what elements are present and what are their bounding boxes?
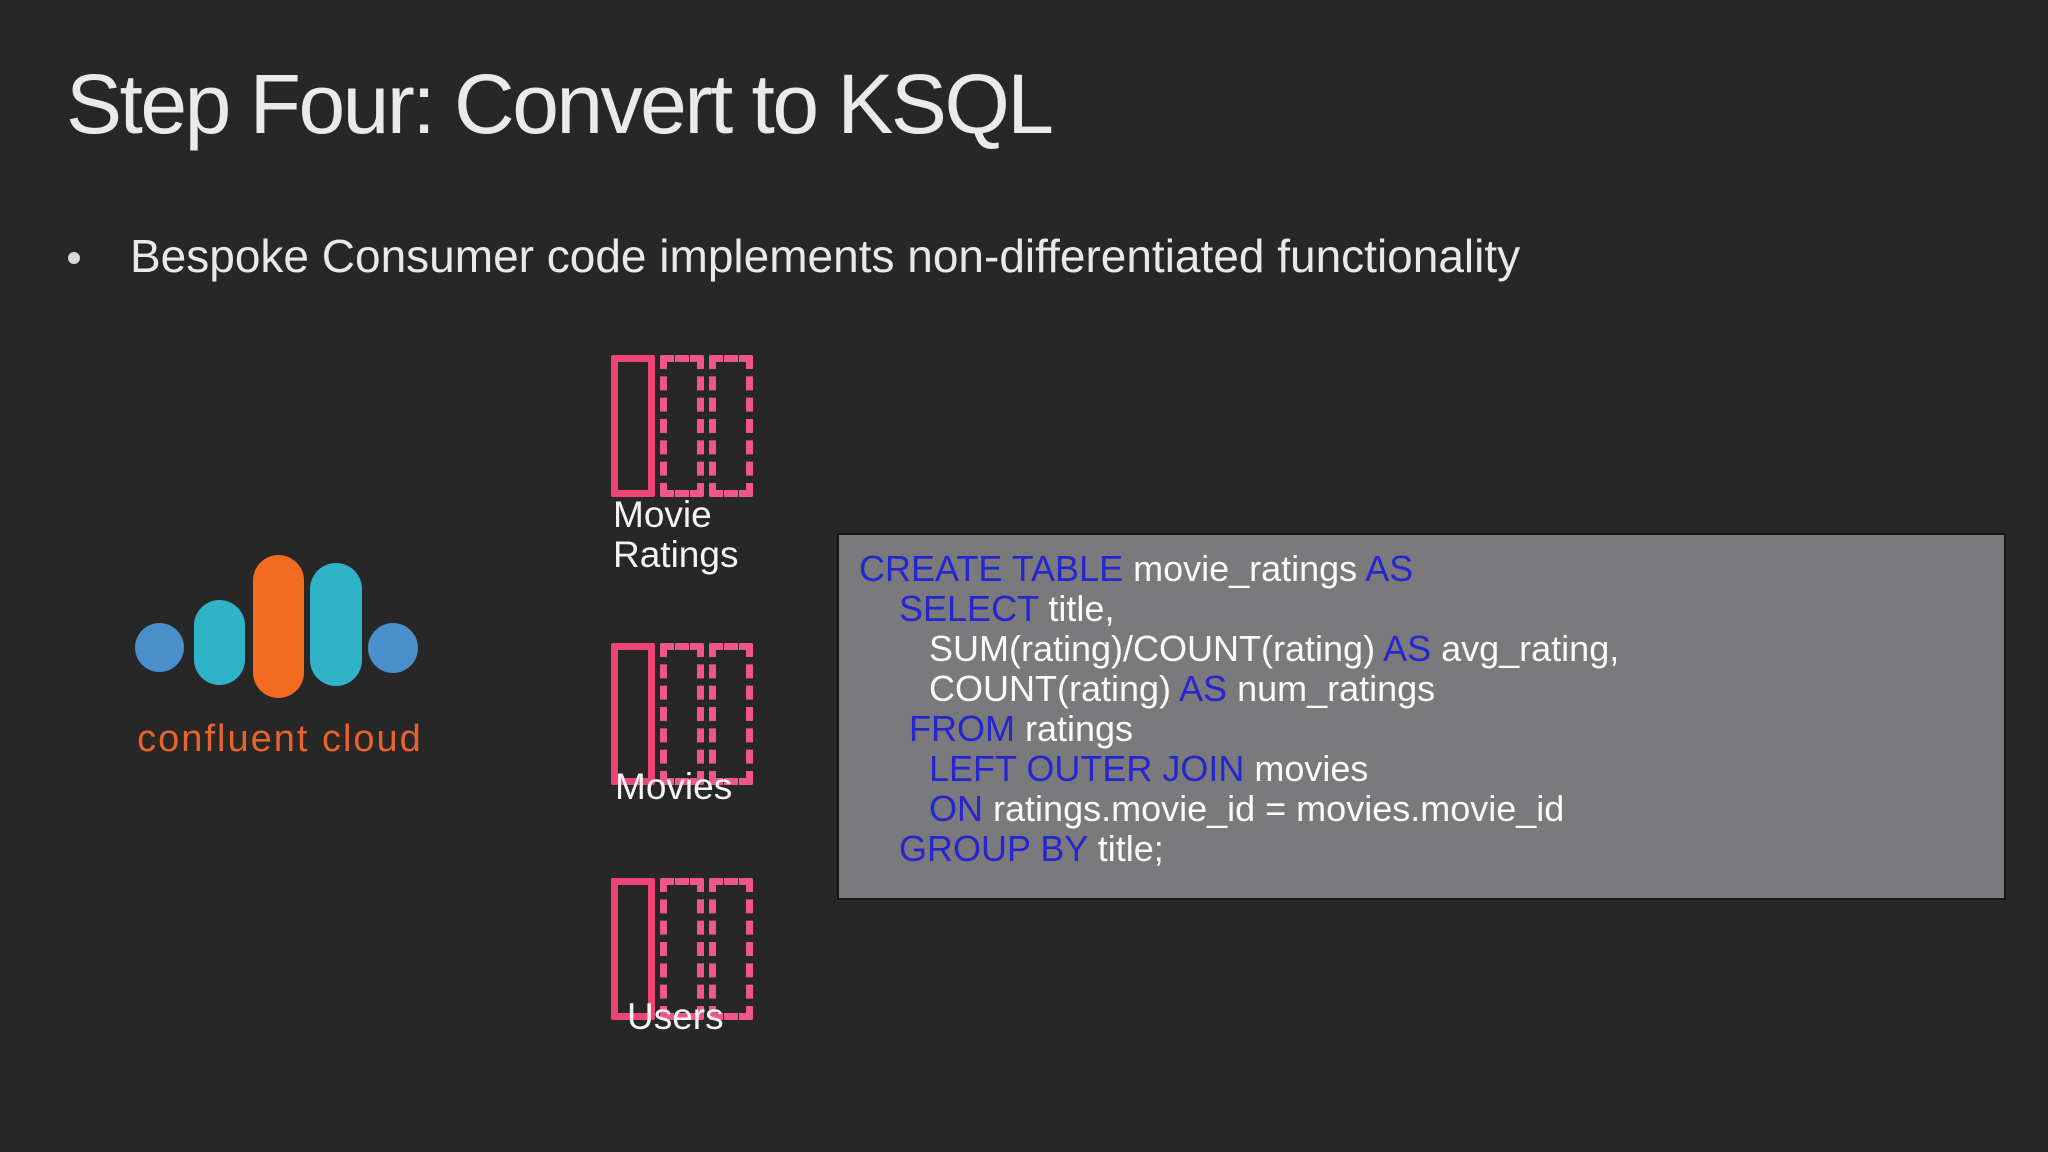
confluent-logo-icon [120, 550, 440, 700]
partition-cell-dashed [660, 643, 704, 785]
partition-cell-solid [611, 878, 655, 1020]
partition-cell-dashed [709, 878, 753, 1020]
slide-title: Step Four: Convert to KSQL [66, 57, 1054, 151]
code-line: ON ratings.movie_id = movies.movie_id [929, 788, 1565, 829]
logo-bar-teal-right-icon [310, 563, 362, 686]
topic-label-line: Ratings [613, 534, 739, 575]
confluent-cloud-logo: confluent cloud [120, 550, 440, 761]
logo-bar-orange-icon [253, 555, 304, 698]
ksql-code-block: CREATE TABLE movie_ratings AS SELECT tit… [859, 549, 1994, 869]
topic-label-line: Movie [613, 494, 712, 535]
code-line: COUNT(rating) AS num_ratings [859, 668, 1436, 709]
partition-cell-solid [611, 643, 655, 785]
partition-cell-dashed [660, 878, 704, 1020]
logo-wordmark: confluent cloud [137, 718, 423, 760]
code-line: SUM(rating)/COUNT(rating) AS avg_rating, [859, 628, 1620, 669]
bullet-text: Bespoke Consumer code implements non-dif… [130, 230, 1521, 282]
bullet-row: Bespoke Consumer code implements non-dif… [68, 226, 1520, 286]
code-line: FROM ratings [909, 708, 1134, 749]
partition-cell-solid [611, 355, 655, 497]
topic-users-label: Users [627, 997, 724, 1037]
partition-cell-dashed [709, 355, 753, 497]
ksql-code-panel: CREATE TABLE movie_ratings AS SELECT tit… [837, 533, 2006, 900]
topic-label-line: Movies [615, 766, 733, 807]
logo-dot-left-icon [135, 623, 184, 672]
topic-movie-ratings-label: Movie Ratings [613, 495, 738, 575]
topic-movies-partitions-icon [611, 643, 753, 785]
code-line: GROUP BY title; [899, 828, 1164, 869]
topic-label-line: Users [627, 996, 724, 1037]
topic-movies-label: Movies [615, 767, 732, 807]
bullet-icon [68, 252, 80, 264]
code-line: LEFT OUTER JOIN movies [929, 748, 1369, 789]
partition-cell-dashed [709, 643, 753, 785]
topic-movie-ratings-partitions-icon [611, 355, 753, 497]
logo-bar-teal-left-icon [194, 600, 245, 685]
topic-users-partitions-icon [611, 878, 753, 1020]
code-line: SELECT title, [899, 588, 1115, 629]
logo-dot-right-icon [368, 623, 418, 673]
partition-cell-dashed [660, 355, 704, 497]
code-line: CREATE TABLE movie_ratings AS [859, 548, 1414, 589]
